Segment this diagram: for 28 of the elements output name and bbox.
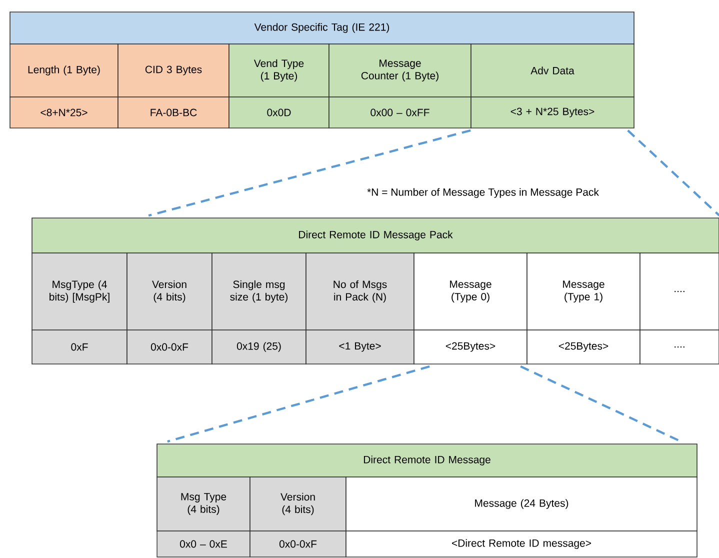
table-cell: 0x0-0xF [250,530,346,558]
table-header: Direct Remote ID Message Pack [32,218,719,254]
table-cell: 0x0D [228,96,330,128]
table-cell: Vend Type (1 Byte) [228,44,330,98]
table-cell: 0xF [32,330,128,364]
table-cell: <25Bytes> [526,330,640,364]
table-cell: <3 + N*25 Bytes> [470,96,634,128]
node-label: .... [674,290,684,292]
table-header: Direct Remote ID Message [156,444,698,478]
table-header: Vendor Specific Tag (IE 221) [10,12,634,44]
table-cell: 0x00 – 0xFF [328,96,472,128]
table-cell: <8+N*25> [10,96,118,128]
table-cell: 0x0 – 0xE [156,530,250,558]
table-cell: <1 Byte> [306,330,414,364]
table-cell: 0x0-0xF [126,330,212,364]
table-cell: <25Bytes> [414,330,528,364]
zoom-line [148,129,471,217]
table-cell: FA-0B-BC [118,96,230,128]
footnote: *N = Number of Message Types in Message Pack [367,188,599,198]
table-cell: 0x19 (25) [212,330,306,364]
zoom-line [167,365,430,443]
table-cell: CID 3 Bytes [118,44,230,98]
table-cell: <Direct Remote ID message> [346,530,698,558]
table-cell: Length (1 Byte) [10,44,118,98]
table-cell: Adv Data [470,44,634,98]
zoom-line [627,130,719,216]
table-cell: Message Counter (1 Byte) [328,44,472,98]
table-cell: .... [640,330,719,364]
